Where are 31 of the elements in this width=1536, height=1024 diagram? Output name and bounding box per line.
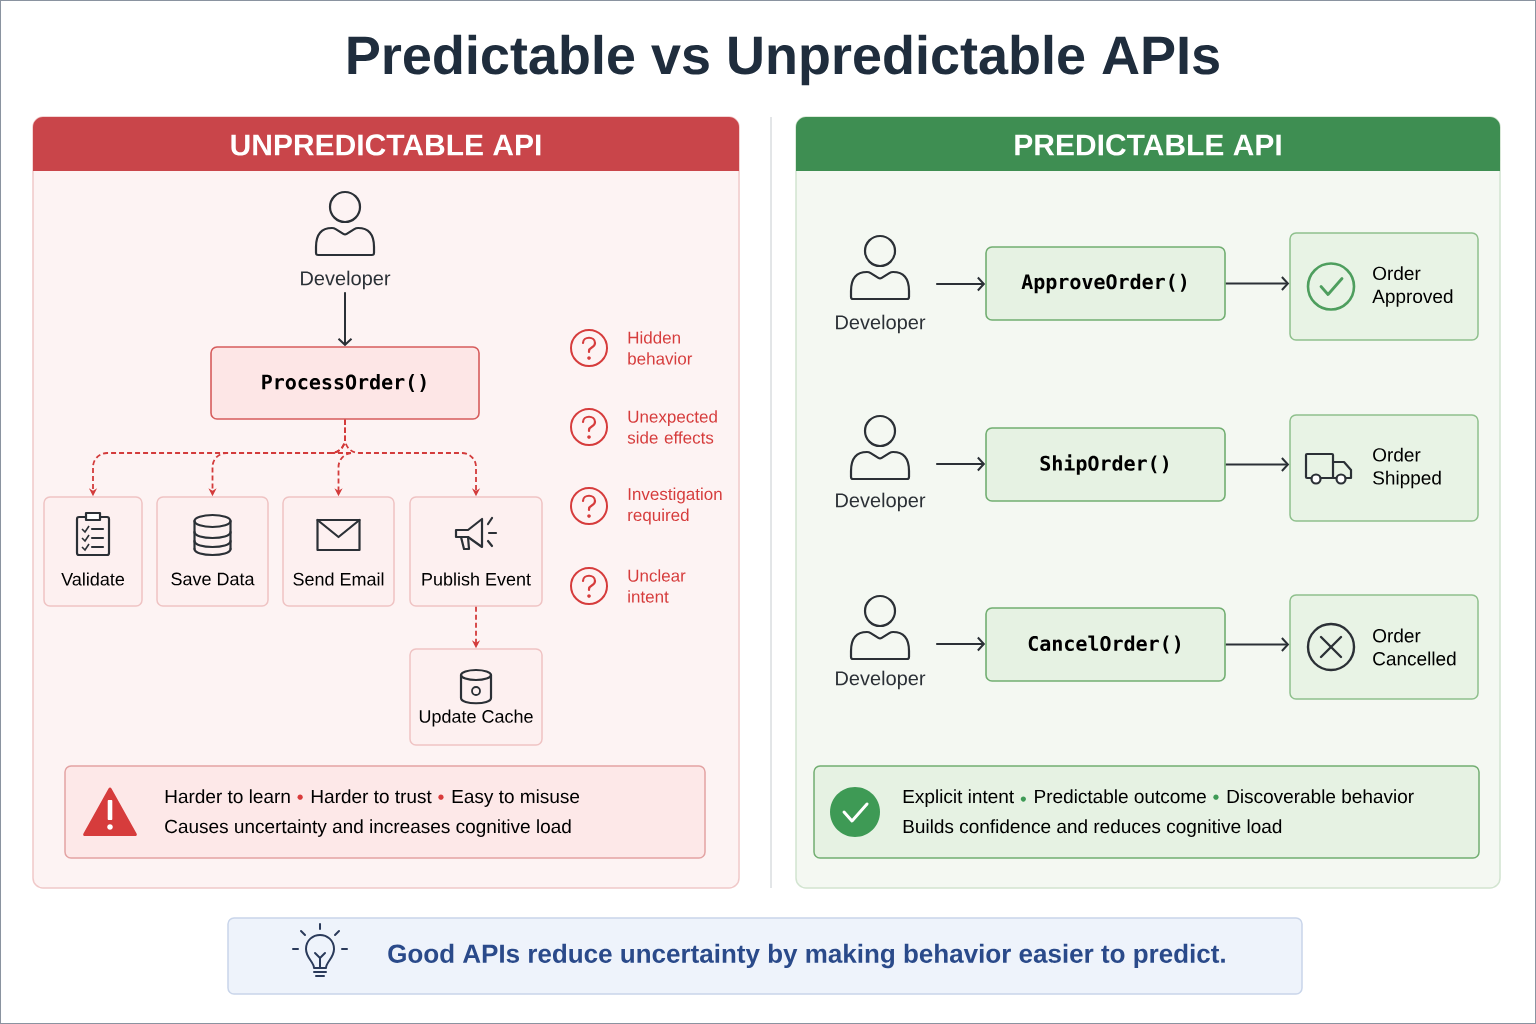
summary-box: Harder to learn Harder to trust Easy to misuse Causes uncertainty and increases cognitive load [64, 765, 706, 859]
result-box: Order Cancelled [1289, 594, 1479, 700]
result-box: Order Shipped [1289, 414, 1479, 522]
step-box: Save Data [156, 496, 269, 607]
function-box: ShipOrder() [985, 427, 1226, 502]
role-label: Developer [836, 314, 926, 334]
role-label: Developer [836, 670, 926, 690]
step-box: Publish Event [409, 496, 543, 607]
summary-box: Explicit intent Predictable outcome Discoverable behavior Builds confidence and reduces cognitive load [813, 765, 1480, 859]
function-box: ProcessOrder() [210, 346, 480, 420]
result-box: Order Approved [1289, 232, 1479, 341]
step-box: Validate [43, 496, 143, 607]
tip-box: Good APIs reduce uncertainty by making behavior easier to predict. [227, 917, 1303, 995]
warning-note: Unexpected side effects [627, 410, 717, 444]
role-label: Developer [301, 270, 391, 290]
arrow [1224, 457, 1290, 472]
function-box: CancelOrder() [985, 607, 1226, 682]
arrow [337, 291, 353, 347]
step-box: Update Cache [409, 648, 543, 746]
arrow [935, 456, 986, 472]
arrow [1224, 276, 1290, 291]
arrow [935, 636, 986, 652]
title: Predictable vs Unpredictable APIs [348, 34, 1219, 86]
warning-note: Investigation required [628, 487, 722, 525]
role-label: Developer [836, 492, 926, 512]
warning-note: Hidden behavior [628, 331, 693, 365]
warning-note: Unclear intent [628, 569, 686, 603]
function-box: ApproveOrder() [985, 246, 1226, 321]
step-box: Send Email [282, 496, 395, 607]
arrow [1224, 637, 1290, 652]
arrow [935, 276, 986, 292]
